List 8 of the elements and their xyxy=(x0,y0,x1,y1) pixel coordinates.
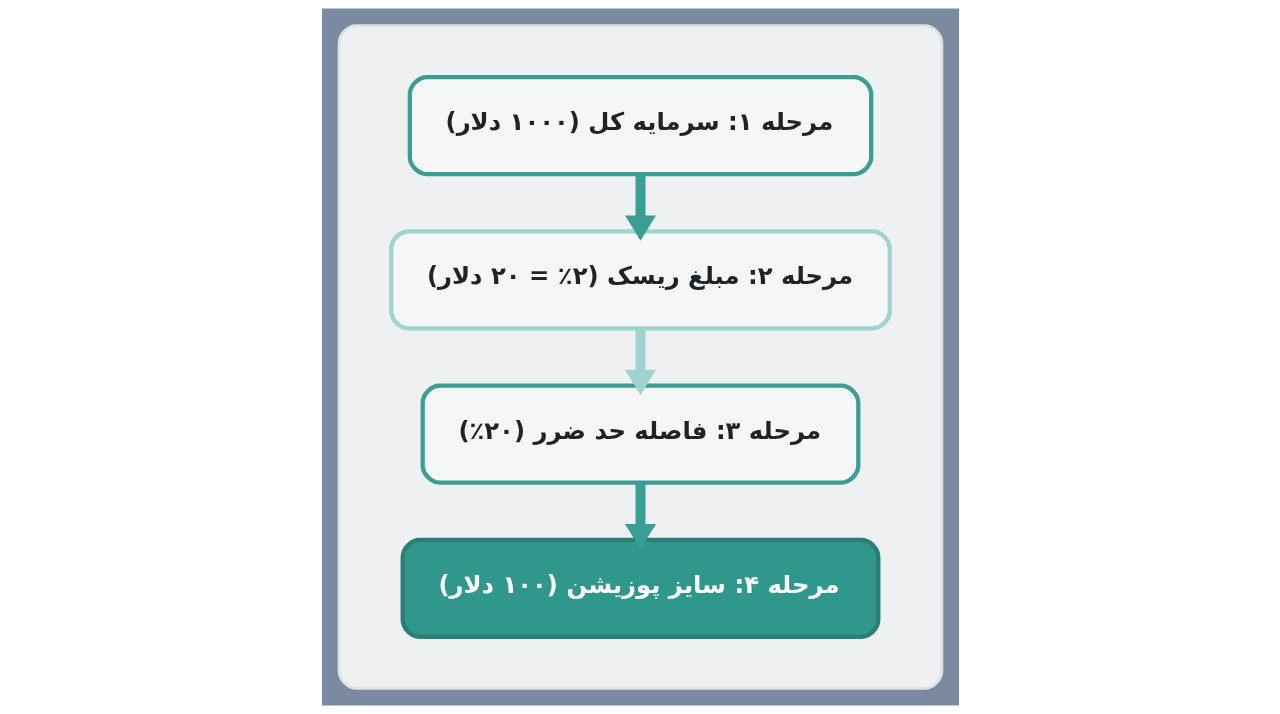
node-box: مرحله ۴: سایز پوزیشن (۱۰۰ دلار) xyxy=(400,537,880,640)
cluster xyxy=(337,24,943,690)
arrow xyxy=(624,483,656,550)
arrow xyxy=(624,328,656,395)
node-box: مرحله ۱: سرمایه کل (۱۰۰۰ دلار) xyxy=(407,74,873,177)
arrow xyxy=(624,174,656,241)
node-box: مرحله ۳: فاصله حد ضرر (۲۰٪) xyxy=(420,383,860,485)
node-box: مرحله ۲: مبلغ ریسک (۲٪ = ۲۰ دلار) xyxy=(388,229,892,331)
